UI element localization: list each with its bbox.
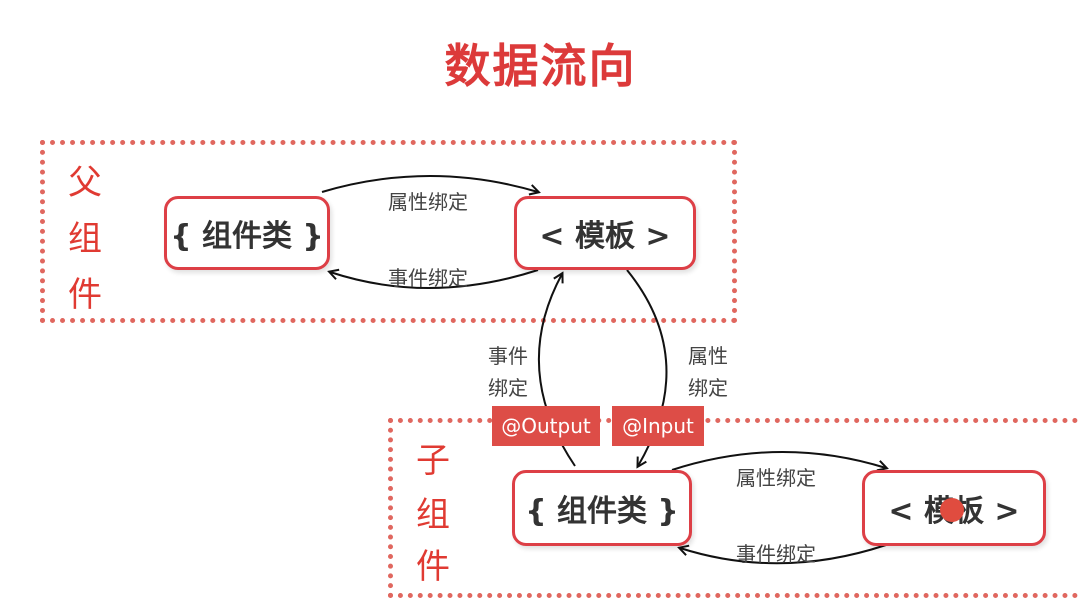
cross-event-binding-label: 事件 绑定 [478,340,538,404]
parent-template-node-label: < 模板 > [539,219,671,254]
child-region-label-1: 子 [416,441,450,481]
cursor-dot [940,498,964,522]
child-event-binding-label: 事件绑定 [736,542,816,566]
parent-event-binding-arrow [330,270,539,289]
parent-event-binding-label: 事件绑定 [388,266,468,290]
parent-region-label-3: 件 [68,275,102,315]
parent-component-region [40,140,737,323]
child-property-binding-label: 属性绑定 [736,466,816,490]
parent-component-class-node: { 组件类 } [164,196,330,270]
cross-event-binding-label-line-1: 事件 [488,344,528,368]
cross-property-binding-label-line-2: 绑定 [688,376,728,400]
parent-template-node: < 模板 > [514,196,696,270]
child-class-node-label: { 组件类 } [525,494,679,529]
parent-class-node-label: { 组件类 } [170,219,324,254]
child-event-binding-arrow [680,544,887,565]
child-region-label-2: 组 [416,495,450,535]
parent-region-label-2: 组 [68,219,102,259]
parent-region-label-1: 父 [68,163,102,203]
child-component-class-node: { 组件类 } [512,470,692,546]
parent-property-binding-arrow [321,175,538,192]
cross-event-binding-label-line-2: 绑定 [488,376,528,400]
output-decorator-tag: @Output [492,406,600,446]
cross-property-binding-label-line-1: 属性 [688,344,728,368]
parent-property-binding-label: 属性绑定 [388,190,468,214]
page-title: 数据流向 [444,39,637,93]
child-region-label-3: 件 [416,547,450,587]
cross-property-binding-label: 属性 绑定 [678,340,738,404]
child-property-binding-arrow [671,451,886,470]
input-decorator-tag: @Input [612,406,704,446]
